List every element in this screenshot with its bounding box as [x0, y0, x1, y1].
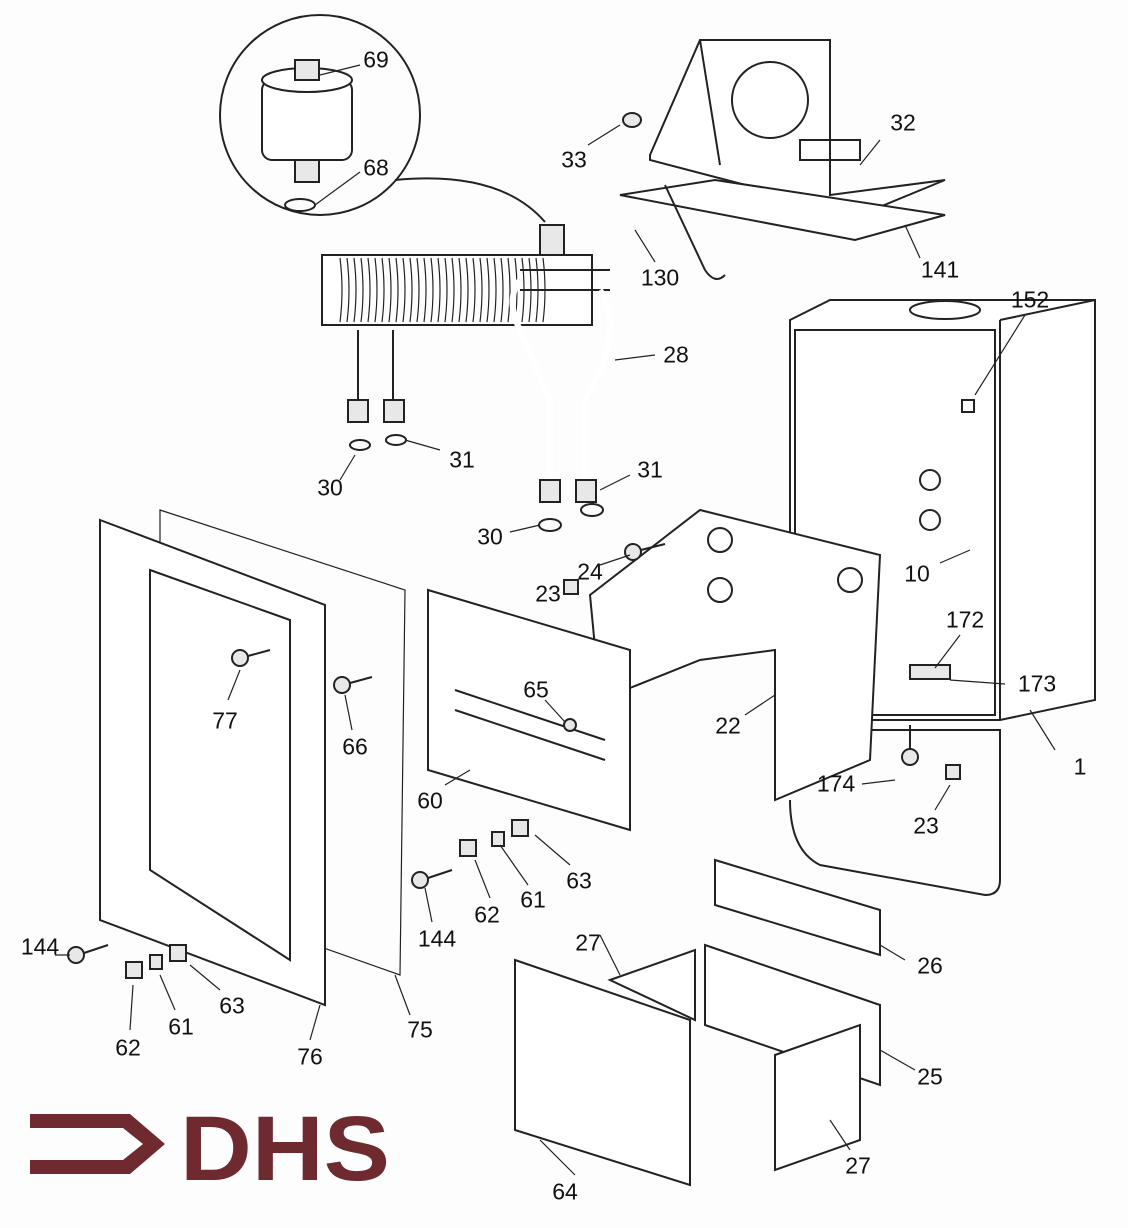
part-label: 66	[342, 733, 368, 760]
combustion-chamber-panel	[427, 588, 631, 832]
part-label: 32	[890, 109, 916, 136]
heat-exchanger-fin	[346, 257, 350, 323]
leader-lines	[55, 64, 1056, 1176]
part-label: 65	[523, 676, 549, 703]
part-label: 144	[417, 925, 457, 952]
part-label: 141	[920, 256, 960, 283]
heat-exchanger-fin	[507, 257, 511, 323]
heat-exchanger-fin	[381, 257, 385, 323]
heat-exchanger-fin	[437, 257, 441, 323]
part-label: 24	[577, 558, 603, 585]
dhs-logo: DHS	[30, 1100, 390, 1190]
part-label: 77	[212, 707, 238, 734]
part-label: 61	[168, 1013, 194, 1040]
fasteners	[67, 543, 961, 979]
part-label: 152	[1010, 286, 1050, 313]
heat-exchanger-fin	[500, 257, 504, 323]
heat-exchanger-fin	[458, 257, 462, 323]
part-label: 30	[317, 474, 343, 501]
heat-exchanger-fin	[395, 257, 399, 323]
heat-exchanger-fin	[339, 257, 343, 323]
part-label: 60	[417, 787, 443, 814]
heat-exchanger-fin	[486, 257, 490, 323]
svg-text:DHS: DHS	[180, 1100, 390, 1190]
heat-exchanger-fin	[479, 257, 483, 323]
flue-hood	[619, 39, 946, 280]
insulation-panels	[514, 858, 881, 1187]
part-label: 1	[1073, 753, 1087, 780]
air-vent-detail-inset	[219, 14, 546, 223]
part-label: 69	[363, 46, 389, 73]
part-label: 27	[575, 929, 601, 956]
heat-exchanger-fin	[388, 257, 392, 323]
heat-exchanger-fin	[444, 257, 448, 323]
part-label: 23	[535, 580, 561, 607]
part-label: 62	[474, 901, 500, 928]
part-label: 62	[115, 1034, 141, 1061]
heat-exchanger-fin	[430, 257, 434, 323]
heat-exchanger-fin	[451, 257, 455, 323]
part-label: 173	[1017, 670, 1057, 697]
part-label: 22	[715, 712, 741, 739]
heat-exchanger-fin	[493, 257, 497, 323]
part-label: 61	[520, 886, 546, 913]
part-label: 172	[945, 606, 985, 633]
part-label: 174	[816, 770, 856, 797]
part-label: 63	[219, 992, 245, 1019]
heat-exchanger-fin	[402, 257, 406, 323]
part-label: 10	[904, 560, 930, 587]
heat-exchanger-fin	[423, 257, 427, 323]
part-label: 75	[407, 1016, 433, 1043]
part-label: 23	[913, 812, 939, 839]
part-label: 64	[552, 1178, 578, 1205]
heat-exchanger-fin	[374, 257, 378, 323]
heat-exchanger	[321, 224, 613, 532]
part-label: 31	[449, 446, 475, 473]
part-label: 76	[297, 1043, 323, 1070]
part-label: 25	[917, 1063, 943, 1090]
front-panel	[99, 509, 406, 1007]
part-label: 130	[640, 264, 680, 291]
part-label: 144	[20, 933, 60, 960]
heat-exchanger-fin	[367, 257, 371, 323]
part-label: 30	[477, 523, 503, 550]
part-label: 28	[663, 341, 689, 368]
heat-exchanger-fin	[465, 257, 469, 323]
part-label: 63	[566, 867, 592, 894]
burner-bracket	[588, 508, 882, 802]
part-label: 31	[637, 456, 663, 483]
part-label: 26	[917, 952, 943, 979]
heat-exchanger-fin	[409, 257, 413, 323]
heat-exchanger-fin	[472, 257, 476, 323]
part-label: 27	[845, 1152, 871, 1179]
heat-exchanger-fin	[353, 257, 357, 323]
heat-exchanger-fin	[416, 257, 420, 323]
heat-exchanger-fin	[360, 257, 364, 323]
part-label: 68	[363, 154, 389, 181]
part-label: 33	[561, 146, 587, 173]
